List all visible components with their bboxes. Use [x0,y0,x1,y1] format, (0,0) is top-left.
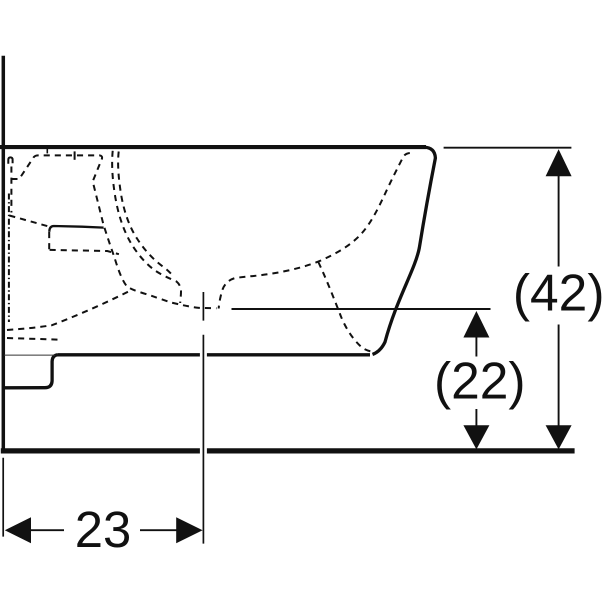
svg-text:(22): (22) [434,351,526,409]
svg-text:(42): (42) [513,264,603,322]
svg-text:23: 23 [75,501,132,558]
